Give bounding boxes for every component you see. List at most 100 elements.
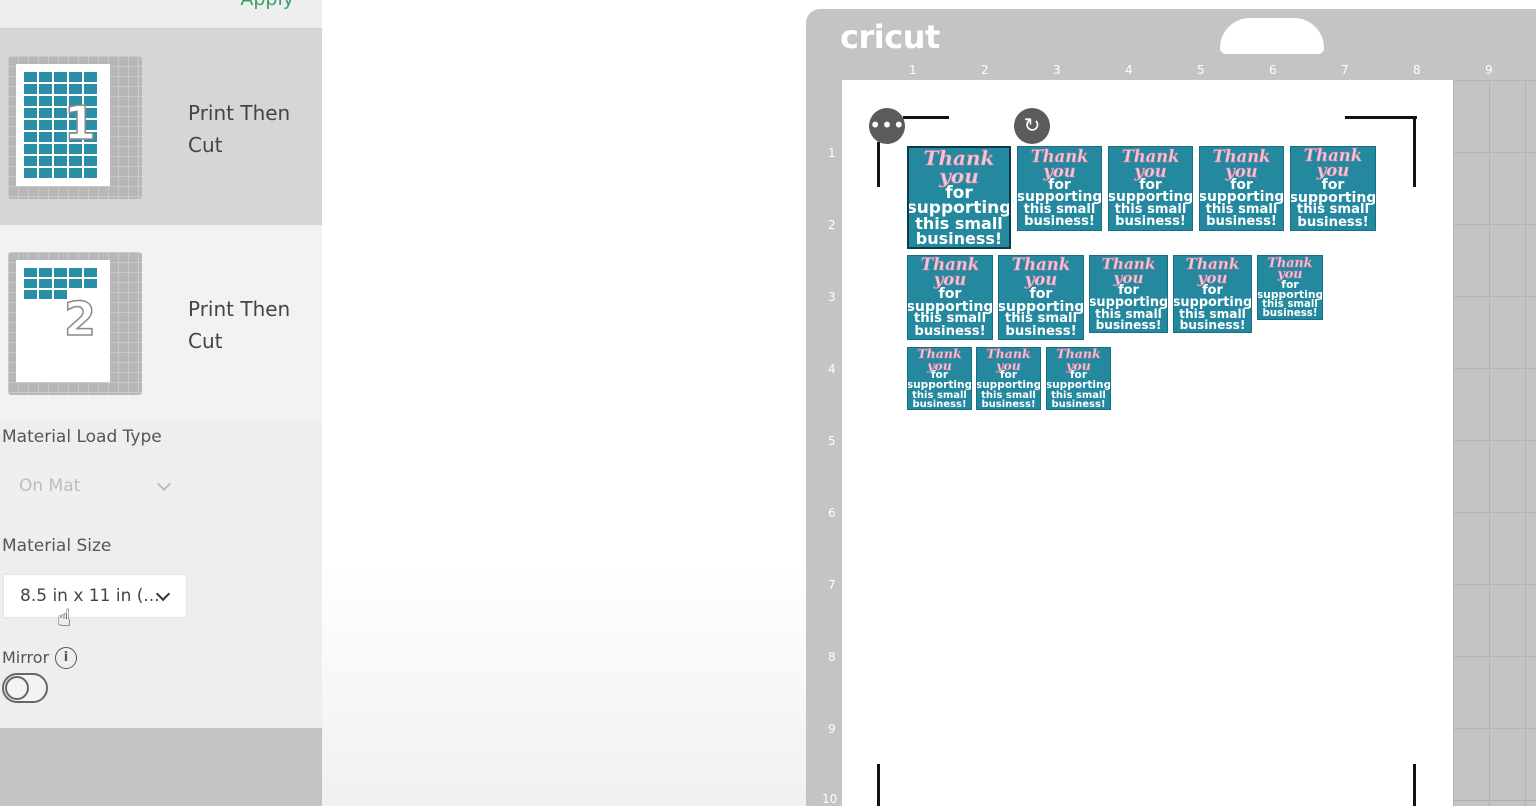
sticker-text: Thank you	[1011, 255, 1071, 290]
sticker-text: Thank you	[920, 255, 980, 290]
sticker-text: this small	[1023, 202, 1096, 218]
sticker-text: for	[1321, 176, 1345, 193]
material-size-label: Material Size	[2, 536, 112, 556]
mat-notch	[1220, 18, 1324, 54]
sticker-text: Thank you	[1030, 146, 1089, 181]
sticker-text: supporting	[1199, 189, 1284, 206]
ruler-top-1: 1	[909, 63, 917, 77]
material-size-select[interactable]: 8.5 in x 11 in (...	[3, 574, 187, 618]
rotate-button[interactable]: ↻	[1014, 108, 1050, 144]
mirror-toggle[interactable]	[2, 673, 48, 703]
ruler-top-3: 3	[1053, 63, 1061, 77]
ruler-top-4: 4	[1125, 63, 1133, 77]
more-horizontal-icon: •••	[869, 113, 905, 137]
registration-mark-top-right	[1345, 116, 1417, 119]
mat-item-2[interactable]: 2 Print Then Cut	[0, 225, 322, 421]
sticker-text: this small	[1262, 298, 1318, 310]
sticker-text: supporting	[1257, 287, 1323, 301]
chevron-down-icon	[156, 476, 172, 492]
sticker-text: this small	[1296, 202, 1370, 218]
more-options-button[interactable]: •••	[869, 108, 905, 144]
sticker-text: Thank you	[1267, 255, 1313, 282]
ruler-left-8: 8	[828, 650, 836, 664]
sticker-text: supporting	[976, 378, 1041, 391]
sticker-text: business!	[1179, 317, 1246, 332]
sticker-text: business!	[915, 228, 1003, 248]
sticker-text: Thank you	[1303, 146, 1363, 181]
apply-button[interactable]: Apply	[240, 0, 294, 10]
ruler-top-2: 2	[981, 63, 989, 77]
sticker-text: this small	[1004, 311, 1078, 327]
sticker-text: supporting	[1108, 189, 1193, 206]
registration-mark-top-left	[877, 142, 880, 187]
sticker-text: business!	[1262, 308, 1318, 320]
ruler-left-3: 3	[828, 290, 836, 304]
sticker-text: for	[1202, 282, 1223, 298]
mat-paper-preview	[16, 64, 110, 186]
ruler-left-4: 4	[828, 362, 836, 376]
ruler-top-6: 6	[1269, 63, 1277, 77]
sticker-text: business!	[981, 398, 1036, 410]
mat-label: Print Then Cut	[188, 297, 291, 353]
sticker-text: this small	[1179, 306, 1246, 321]
sticker-text: supporting	[907, 298, 993, 315]
sticker-text: for	[930, 369, 949, 382]
sticker-text: business!	[914, 323, 986, 339]
divider	[0, 28, 322, 29]
sticker-text: Thank you	[1101, 255, 1156, 287]
sticker-text: this small	[915, 213, 1003, 233]
sticker-text: for	[945, 182, 973, 203]
sticker-text: for	[1069, 369, 1088, 382]
mat-item-1[interactable]: 1 Print Then Cut	[0, 29, 322, 225]
sticker-text: Thank you	[1212, 146, 1271, 181]
sticker-text: business!	[1005, 323, 1077, 339]
sticker-text: this small	[1051, 389, 1106, 401]
sticker-text: for	[938, 285, 962, 302]
ruler-left-1: 1	[828, 146, 836, 160]
sticker-text: business!	[1297, 214, 1369, 230]
material-load-type-select: On Mat	[3, 465, 187, 509]
registration-mark-bottom-left	[877, 764, 880, 806]
toggle-knob	[5, 676, 29, 700]
sticker-text: business!	[1051, 398, 1106, 410]
sticker-text: supporting	[1173, 294, 1252, 310]
registration-mark-bottom-right	[1413, 764, 1416, 806]
sticker-text: Thank you	[1056, 347, 1101, 373]
mat-number: 1	[63, 95, 97, 151]
sticker-text: for	[1118, 282, 1139, 298]
ruler-left-2: 2	[828, 218, 836, 232]
sticker-text: supporting	[1290, 189, 1376, 206]
sticker-text: this small	[981, 389, 1036, 401]
sticker-text: Thank you	[986, 347, 1031, 373]
ruler-left-5: 5	[828, 434, 836, 448]
sticker-text: this small	[1205, 202, 1278, 218]
ruler-left-9: 9	[828, 722, 836, 736]
sticker-text: Thank you	[917, 347, 962, 373]
sticker-text: for	[1230, 176, 1253, 193]
sticker-text: supporting	[998, 298, 1084, 315]
sticker-text: Thank you	[923, 146, 995, 189]
sticker-text: for	[999, 369, 1018, 382]
mat-paper-preview	[16, 260, 110, 382]
sticker-text: this small	[912, 389, 967, 401]
mat-number: 2	[63, 291, 97, 347]
sticker-text: supporting	[1046, 378, 1111, 391]
ruler-top-5: 5	[1197, 63, 1205, 77]
mat-grid	[1453, 80, 1536, 806]
info-icon[interactable]: i	[55, 647, 77, 669]
sticker-text: business!	[1024, 214, 1095, 230]
sticker-text: business!	[912, 398, 967, 410]
